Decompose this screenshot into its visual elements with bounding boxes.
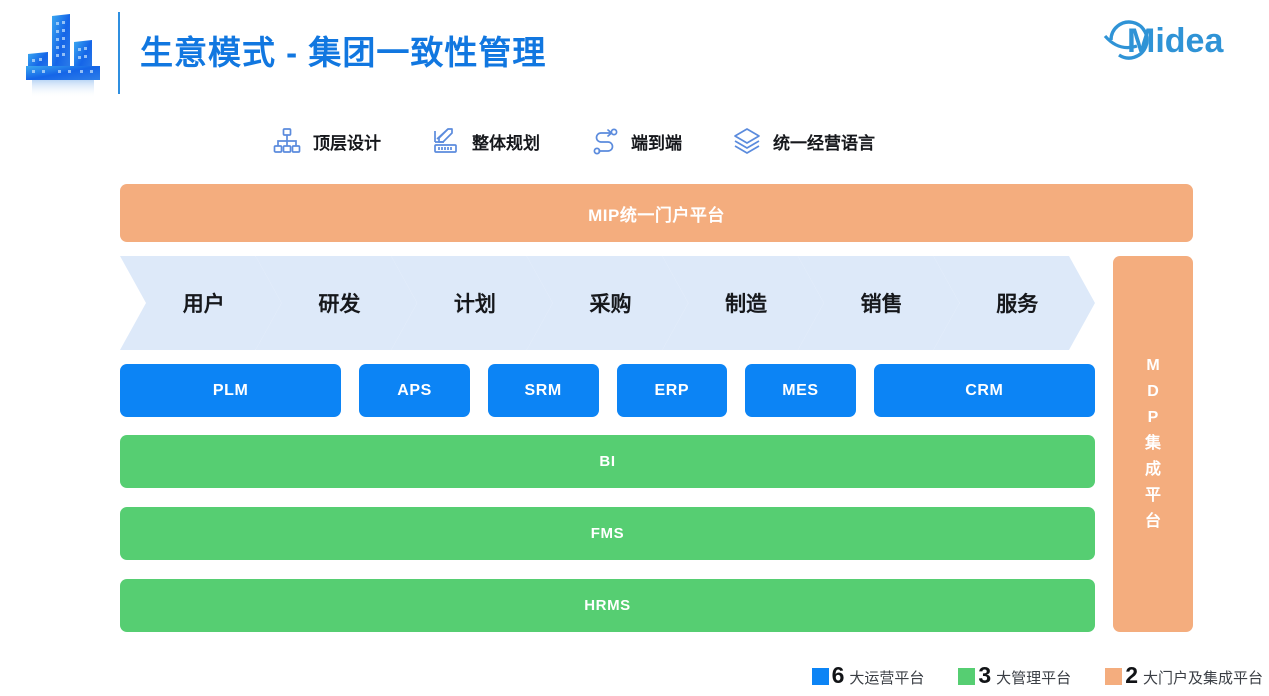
layers-stack-icon: [730, 124, 764, 158]
feature-row: 顶层设计 整体规划 端到端: [270, 118, 1060, 164]
feature-item-top-design: 顶层设计: [270, 124, 381, 158]
application-box[interactable]: MES: [745, 364, 856, 417]
value-chain-stage[interactable]: 销售: [798, 256, 960, 350]
legend-swatch: [811, 667, 829, 685]
value-chain-stage-label: 服务: [996, 293, 1039, 316]
application-label: APS: [397, 381, 432, 399]
feature-label: 统一经营语言: [773, 133, 875, 153]
value-chain-stage[interactable]: 用户: [120, 256, 282, 350]
end-to-end-path-icon: [588, 124, 622, 158]
value-chain-stage[interactable]: 计划: [391, 256, 553, 350]
feature-item-overall-planning: 整体规划: [429, 124, 540, 158]
feature-label: 端到端: [631, 133, 682, 153]
applications-row: PLM APS SRM ERP MES CRM: [120, 364, 1095, 417]
midea-logo: Midea: [1097, 12, 1257, 68]
city-skyline-icon: [18, 8, 114, 100]
application-box[interactable]: SRM: [487, 364, 599, 417]
mdp-column-char: 平: [1144, 487, 1161, 504]
legend-swatch: [958, 667, 976, 685]
management-platform-label: HRMS: [584, 597, 631, 614]
legend-swatch: [1105, 667, 1123, 685]
management-platform-bar[interactable]: HRMS: [120, 579, 1095, 632]
legend-count: 6: [831, 661, 845, 688]
feature-label: 顶层设计: [313, 133, 381, 153]
value-chain-row: 用户 研发 计划 采购 制造 销售 服务: [120, 256, 1095, 350]
value-chain-stage[interactable]: 制造: [662, 256, 824, 350]
legend-count: 3: [978, 661, 992, 688]
application-label: PLM: [212, 381, 249, 399]
header-divider: [118, 12, 120, 94]
legend-text: 大门户及集成平台: [1142, 669, 1263, 687]
page-title: 生意模式 - 集团一致性管理: [140, 34, 547, 71]
value-chain-stage-label: 计划: [453, 293, 496, 316]
value-chain-stage-label: 研发: [318, 293, 361, 316]
value-chain-stage-label: 制造: [725, 293, 768, 316]
portal-platform-bar[interactable]: MIP统一门户平台: [120, 184, 1193, 242]
application-box[interactable]: APS: [359, 364, 470, 417]
management-platform-label: BI: [599, 453, 616, 470]
management-platform-bar[interactable]: BI: [120, 435, 1095, 488]
application-label: SRM: [524, 381, 562, 399]
mdp-column-char: 台: [1144, 513, 1161, 530]
legend-text: 大运营平台: [849, 669, 925, 687]
value-chain-stage[interactable]: 采购: [527, 256, 689, 350]
org-chart-icon: [270, 124, 304, 158]
application-box[interactable]: PLM: [120, 364, 342, 417]
mdp-column-char: M: [1146, 357, 1160, 374]
svg-text:Midea: Midea: [1127, 22, 1224, 60]
value-chain-stage[interactable]: 服务: [933, 256, 1095, 350]
mdp-column-char: 成: [1144, 461, 1161, 478]
value-chain-stage[interactable]: 研发: [256, 256, 418, 350]
mdp-column-char: P: [1147, 409, 1159, 426]
management-platform-label: FMS: [590, 525, 625, 542]
management-platform-bar[interactable]: FMS: [120, 507, 1095, 560]
legend-count: 2: [1125, 661, 1138, 688]
value-chain-stage-label: 采购: [589, 293, 632, 316]
application-box[interactable]: ERP: [616, 364, 728, 417]
application-label: CRM: [965, 381, 1004, 399]
feature-item-unified-language: 统一经营语言: [730, 124, 875, 158]
legend-text: 大管理平台: [996, 669, 1072, 687]
portal-platform-label: MIP统一门户平台: [588, 205, 725, 225]
application-label: MES: [782, 381, 819, 399]
ruler-pencil-icon: [429, 124, 463, 158]
application-box[interactable]: CRM: [873, 364, 1095, 417]
feature-item-end-to-end: 端到端: [588, 124, 682, 158]
value-chain-stage-label: 销售: [860, 293, 903, 316]
value-chain-stage-label: 用户: [182, 293, 225, 316]
page-header: 生意模式 - 集团一致性管理 Midea: [0, 0, 1269, 108]
mdp-column-char: D: [1147, 383, 1159, 400]
feature-label: 整体规划: [472, 133, 540, 153]
application-label: ERP: [654, 381, 690, 399]
mdp-column-char: 集: [1144, 435, 1161, 452]
